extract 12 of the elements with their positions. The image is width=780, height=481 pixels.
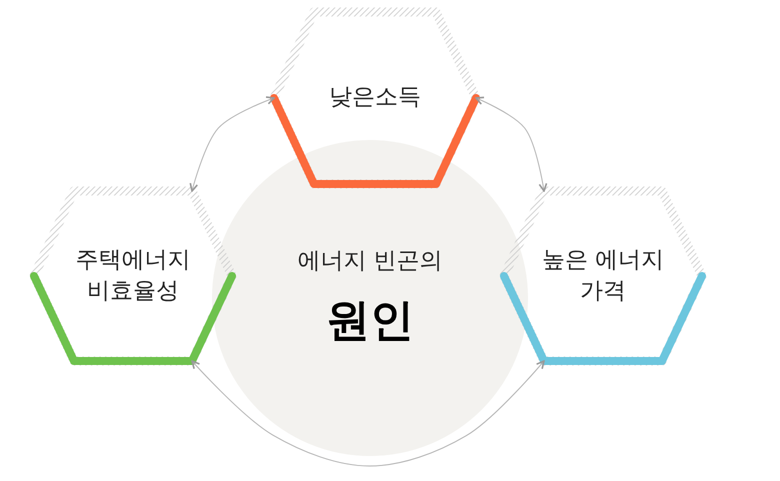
node-label: 낮은소득	[328, 83, 422, 112]
curved-arrow	[190, 96, 275, 192]
node-label: 높은 에너지 가격	[540, 246, 666, 306]
curved-arrow	[191, 360, 545, 466]
main-title-text: 원인	[326, 294, 414, 348]
node-label: 주택에너지 비효율성	[74, 246, 192, 306]
center-circle	[212, 140, 528, 456]
curved-arrow	[475, 96, 548, 192]
hexagon-node	[498, 185, 708, 367]
hexagon-node	[28, 185, 238, 367]
hexagon-node	[268, 6, 482, 190]
subtitle-text: 에너지 빈곤의	[297, 246, 443, 276]
